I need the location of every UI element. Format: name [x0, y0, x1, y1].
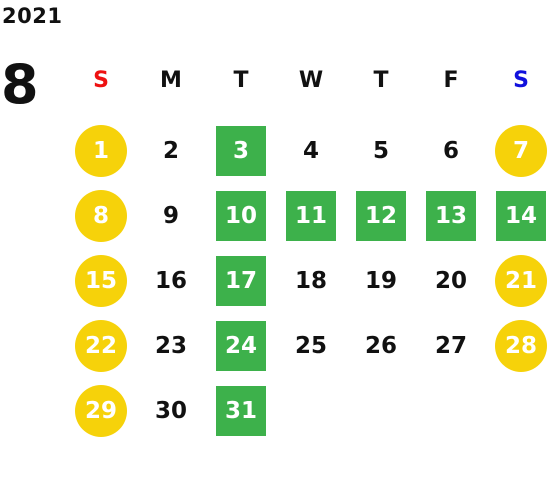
day-number: 4	[302, 138, 319, 164]
day-number: 14	[496, 191, 546, 241]
day-cell[interactable]: 13	[416, 190, 486, 242]
day-number: 29	[75, 385, 127, 437]
day-number: 22	[75, 320, 127, 372]
weekday-header-friday: F	[443, 68, 459, 93]
day-cell[interactable]: 16	[136, 255, 206, 307]
weekday-header-thursday: T	[373, 68, 389, 93]
calendar-month: 8	[1, 53, 39, 116]
day-cell[interactable]: 23	[136, 320, 206, 372]
calendar-year: 2021	[2, 4, 63, 28]
day-cell[interactable]: 6	[416, 125, 486, 177]
day-cell[interactable]: 3	[206, 125, 276, 177]
day-number: 16	[154, 268, 187, 294]
day-number: 8	[75, 190, 127, 242]
day-number: 27	[434, 333, 467, 359]
day-number: 31	[216, 386, 266, 436]
day-cell[interactable]: 7	[486, 125, 548, 177]
day-number: 10	[216, 191, 266, 241]
day-cell[interactable]: 1	[66, 125, 136, 177]
day-number: 9	[162, 203, 179, 229]
day-cell[interactable]: 18	[276, 255, 346, 307]
day-number: 24	[216, 321, 266, 371]
day-cell[interactable]: 10	[206, 190, 276, 242]
day-number: 21	[495, 255, 547, 307]
day-cell[interactable]: 27	[416, 320, 486, 372]
day-number: 2	[162, 138, 179, 164]
day-number: 28	[495, 320, 547, 372]
weekday-header-tuesday: T	[233, 68, 249, 93]
weekday-header-sunday: S	[93, 68, 109, 93]
day-number: 20	[434, 268, 467, 294]
weekday-header-wednesday: W	[298, 68, 324, 93]
day-cell[interactable]: 11	[276, 190, 346, 242]
weekday-header-saturday: S	[513, 68, 529, 93]
day-cell[interactable]: 15	[66, 255, 136, 307]
day-cell[interactable]: 2	[136, 125, 206, 177]
day-number: 11	[286, 191, 336, 241]
day-cell[interactable]: 14	[486, 190, 548, 242]
day-cell[interactable]: 20	[416, 255, 486, 307]
day-number: 25	[294, 333, 327, 359]
day-cell[interactable]: 24	[206, 320, 276, 372]
day-number: 17	[216, 256, 266, 306]
day-cell[interactable]: 28	[486, 320, 548, 372]
day-cell[interactable]: 19	[346, 255, 416, 307]
day-number: 23	[154, 333, 187, 359]
day-cell[interactable]: 17	[206, 255, 276, 307]
day-number: 19	[364, 268, 397, 294]
day-cell[interactable]: 30	[136, 385, 206, 437]
day-cell[interactable]: 12	[346, 190, 416, 242]
day-number: 6	[442, 138, 459, 164]
day-cell[interactable]: 5	[346, 125, 416, 177]
day-cell[interactable]: 22	[66, 320, 136, 372]
day-cell[interactable]: 9	[136, 190, 206, 242]
day-number: 3	[216, 126, 266, 176]
day-number: 26	[364, 333, 397, 359]
day-number: 5	[372, 138, 389, 164]
day-number: 15	[75, 255, 127, 307]
day-cell[interactable]: 25	[276, 320, 346, 372]
day-number: 1	[75, 125, 127, 177]
day-cell[interactable]: 26	[346, 320, 416, 372]
day-number: 12	[356, 191, 406, 241]
day-number: 13	[426, 191, 476, 241]
day-cell[interactable]: 29	[66, 385, 136, 437]
day-number: 18	[294, 268, 327, 294]
day-number: 30	[154, 398, 187, 424]
day-cell[interactable]: 31	[206, 385, 276, 437]
day-cell[interactable]: 21	[486, 255, 548, 307]
weekday-header-monday: M	[160, 68, 182, 93]
day-cell[interactable]: 8	[66, 190, 136, 242]
day-cell[interactable]: 4	[276, 125, 346, 177]
day-number: 7	[495, 125, 547, 177]
